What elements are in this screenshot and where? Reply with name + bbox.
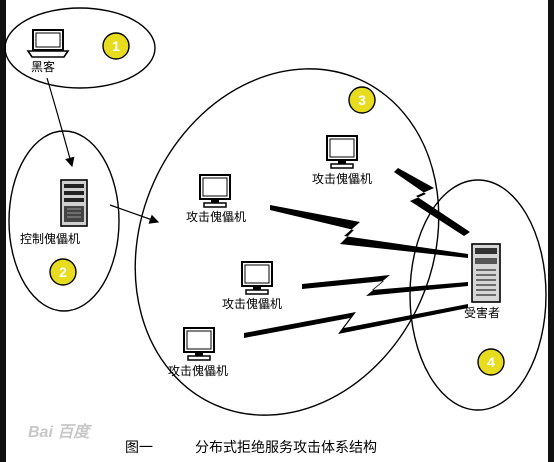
- figure-title: 分布式拒绝服务攻击体系结构: [195, 439, 377, 455]
- control-zombie-label: 控制傀儡机: [20, 232, 81, 246]
- victim-server-icon: [471, 243, 501, 303]
- monitor-icon: [241, 261, 273, 295]
- svg-text:4: 4: [487, 354, 495, 370]
- svg-text:1: 1: [112, 38, 120, 54]
- region-victim-outline: [409, 179, 547, 411]
- attack-bolt-middle: [302, 275, 468, 296]
- attack-zombie-label-top: 攻击傀儡机: [312, 172, 373, 186]
- laptop-icon: [26, 29, 70, 58]
- attack-bolt-top: [394, 168, 470, 236]
- attack-zombie-label-bottom: 攻击傀儡机: [168, 364, 229, 378]
- command-arrow-control-to-attackers: [109, 204, 160, 224]
- region-badge-2: 2: [49, 258, 77, 286]
- region-badge-4: 4: [477, 348, 505, 376]
- command-arrow-hacker-to-control: [46, 77, 75, 168]
- right-border: [548, 0, 554, 462]
- hacker-label: 黑客: [31, 60, 56, 74]
- svg-text:2: 2: [59, 264, 67, 280]
- region-badge-1: 1: [102, 32, 130, 60]
- region-hacker-outline: [4, 7, 156, 89]
- figure-number: 图一: [125, 439, 153, 455]
- victim-label: 受害者: [464, 306, 501, 320]
- region-attackers-outline: [134, 68, 440, 416]
- baidu-watermark-logo: Bai 百度: [28, 424, 90, 441]
- monitor-icon: [199, 174, 231, 208]
- monitor-icon: [183, 327, 215, 361]
- server-tower-icon: [60, 179, 88, 227]
- attack-zombie-label-left: 攻击傀儡机: [186, 210, 247, 224]
- region-badge-3: 3: [348, 86, 376, 114]
- left-border: [0, 0, 6, 462]
- monitor-icon: [326, 135, 358, 169]
- attack-zombie-label-middle: 攻击傀儡机: [222, 297, 283, 311]
- attack-bolt-left: [270, 205, 468, 258]
- svg-text:3: 3: [358, 92, 366, 108]
- region-control-outline: [8, 130, 120, 312]
